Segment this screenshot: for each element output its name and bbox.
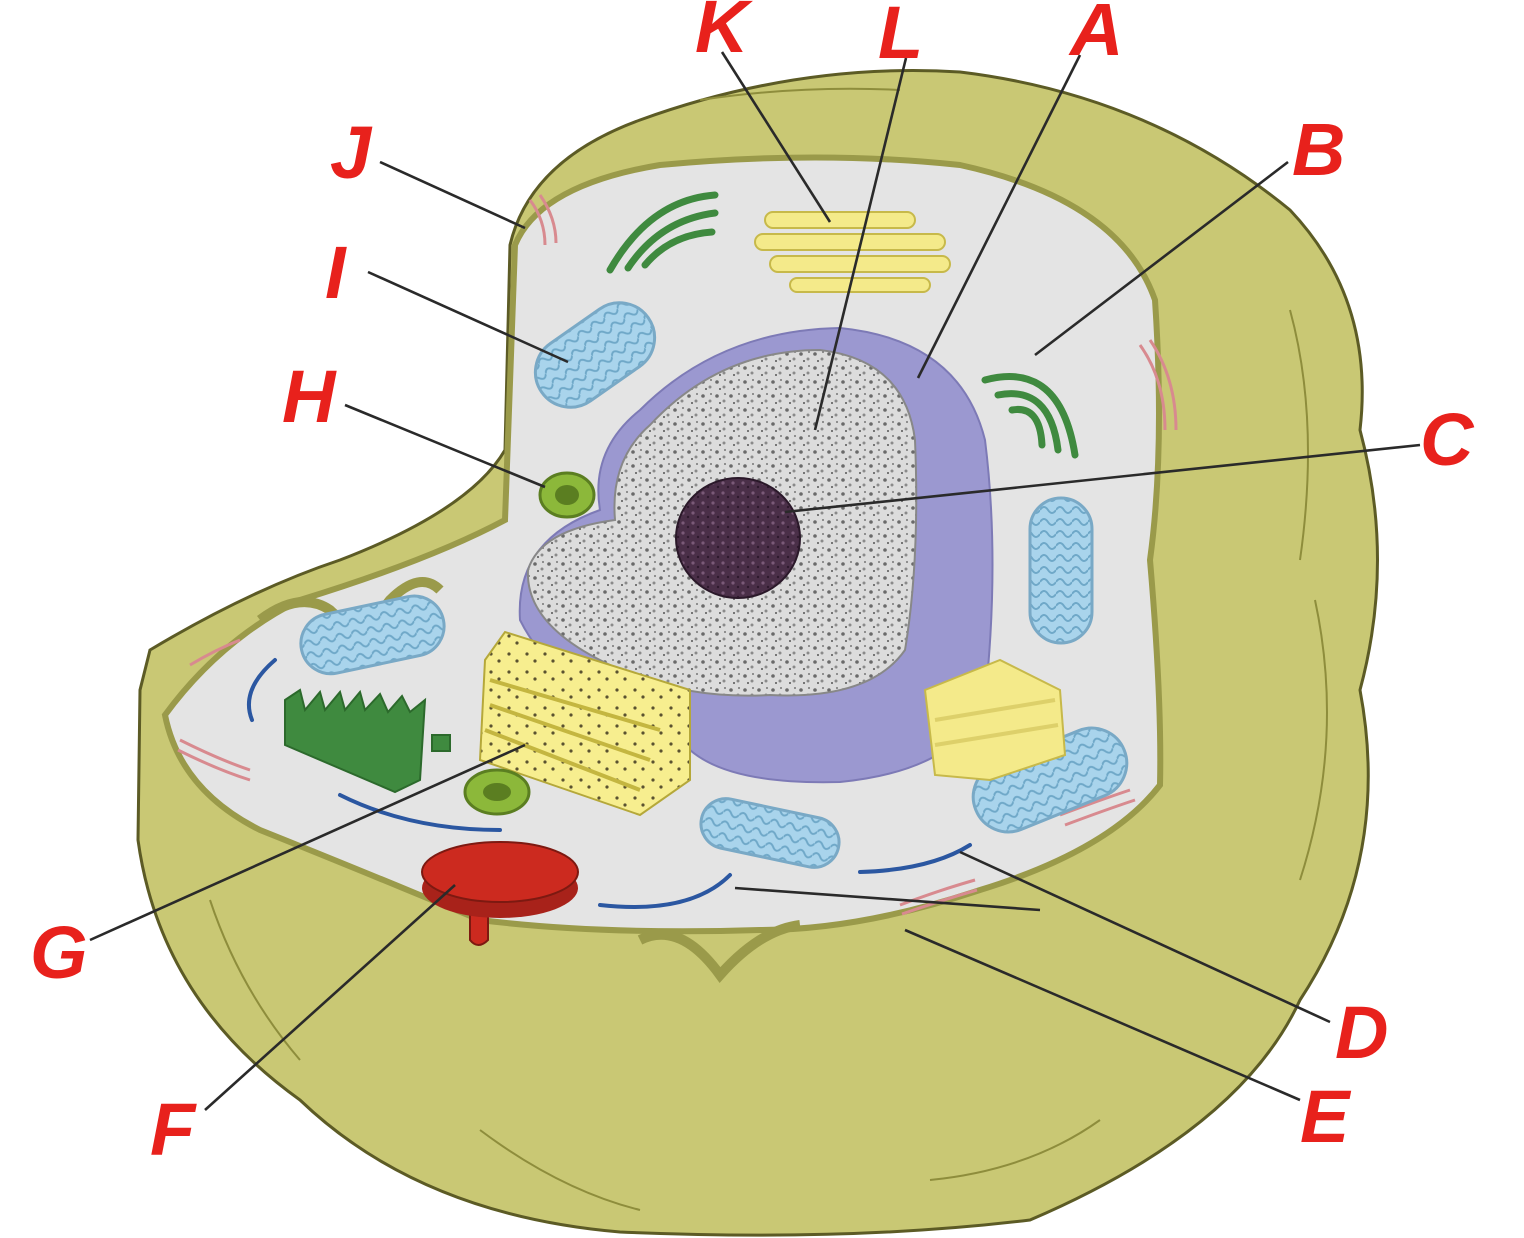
leader-g [89, 743, 526, 942]
label-k: K [695, 0, 753, 68]
label-l: L [878, 0, 923, 74]
plastid-lower [463, 768, 531, 816]
label-j: J [330, 111, 373, 194]
label-d: D [1335, 991, 1388, 1074]
leader-lines [89, 51, 1421, 1111]
microtubules [246, 658, 972, 909]
label-f: F [150, 1088, 197, 1171]
wall-texture [209, 87, 1328, 1211]
leader-f [204, 884, 456, 1111]
leader-d [959, 850, 1331, 1024]
leader-a [916, 54, 1082, 379]
plastid-h [538, 471, 596, 519]
labels: K L A B C D E F G H I J [30, 0, 1475, 1171]
leader-c [784, 443, 1421, 514]
mitochondrion-5 [699, 797, 841, 869]
label-i: I [325, 231, 347, 314]
leader-b [1034, 160, 1289, 357]
chloroplast-top [606, 191, 719, 274]
leader-h [344, 403, 546, 489]
rough-er [478, 630, 691, 817]
mitochondrion-1 [533, 301, 657, 409]
leader-j [379, 160, 526, 230]
smooth-er [923, 658, 1067, 782]
grana-stack [284, 688, 451, 794]
leader-e [904, 928, 1301, 1102]
label-e: E [1300, 1075, 1352, 1158]
label-h: H [282, 355, 337, 438]
mitochondria [299, 301, 1129, 869]
mitochondrion-2 [299, 594, 446, 676]
vacuole [421, 841, 579, 946]
label-a: A [1068, 0, 1123, 71]
label-g: G [30, 911, 88, 994]
leader-e2 [734, 886, 1041, 912]
golgi-apparatus [754, 211, 951, 293]
label-b: B [1292, 108, 1345, 191]
leader-l [813, 57, 908, 431]
chloroplast-right [981, 373, 1079, 459]
leader-k [720, 51, 832, 223]
mitochondrion-3 [1028, 496, 1094, 645]
label-c: C [1420, 398, 1475, 481]
membrane-fold-bottom [637, 920, 801, 983]
nucleolus [675, 477, 801, 599]
leader-i [367, 270, 569, 364]
